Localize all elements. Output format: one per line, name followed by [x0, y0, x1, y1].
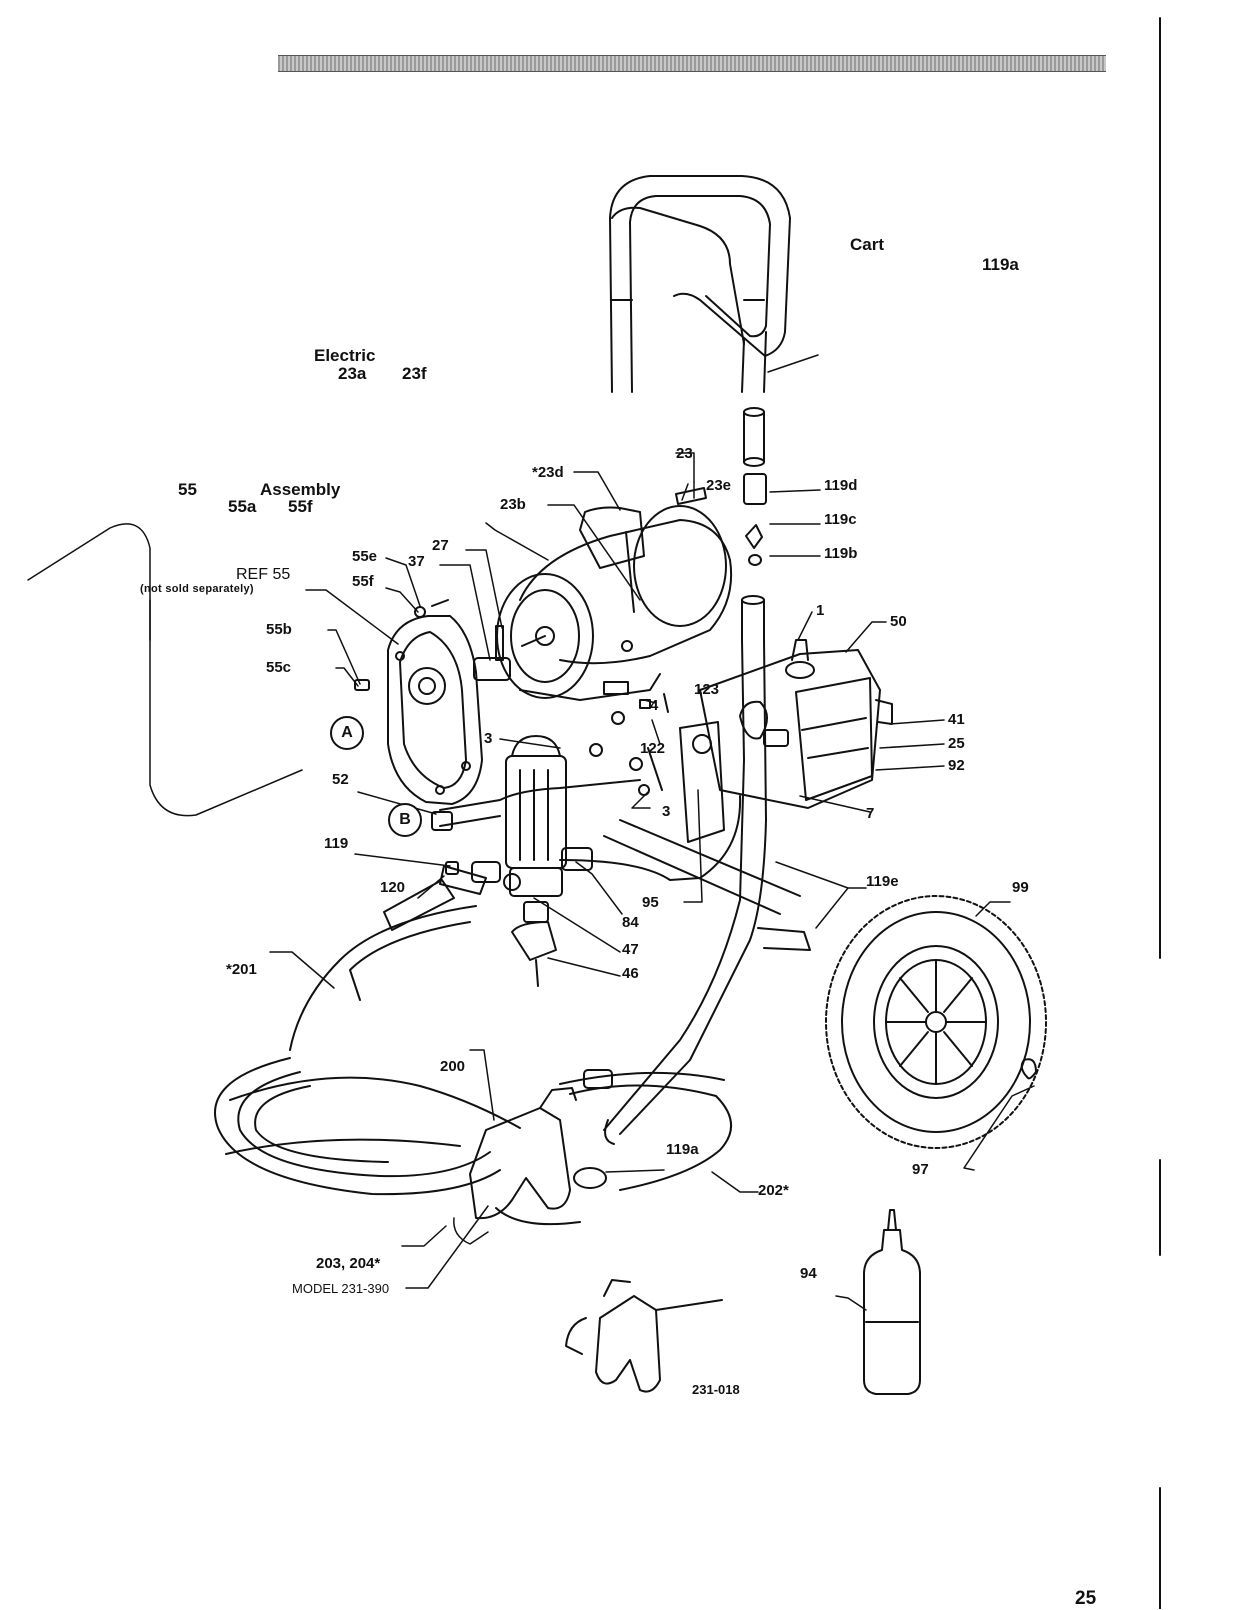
label-23b: 23b: [500, 497, 526, 512]
figure-number: 231-018: [692, 1382, 740, 1397]
suction-hose: [440, 780, 740, 880]
label-200: 200: [440, 1059, 465, 1074]
spray-gun: [470, 1108, 570, 1218]
label-23e: 23e: [706, 478, 731, 493]
motor-leaders: [486, 453, 694, 600]
label-55f: 55f: [352, 574, 374, 589]
gear-leaders: [306, 550, 502, 686]
cart-part-119a: 119a: [982, 256, 1019, 273]
label-119: 119: [324, 836, 348, 851]
assembly-part-55a: 55a: [228, 498, 256, 515]
drain-valve: [512, 902, 556, 986]
cart-frame: [574, 640, 810, 1188]
cart-handle: [610, 176, 790, 392]
label-55e: 55e: [352, 549, 377, 564]
label-119b: 119b: [824, 546, 857, 561]
filter-canister: [504, 736, 566, 896]
label-25: 25: [948, 736, 965, 751]
label-99: 99: [1012, 880, 1029, 895]
cart-post: [742, 408, 766, 640]
spray-gun-model-231-390: [566, 1280, 722, 1392]
label-94: 94: [800, 1266, 817, 1281]
label-47: 47: [622, 942, 639, 957]
pump-body: [700, 640, 892, 808]
label-27: 27: [432, 538, 449, 553]
label-55c: 55c: [266, 660, 291, 675]
label-4: 4: [650, 698, 658, 713]
label-not-sold-separately: (not sold separately): [140, 584, 254, 595]
label-50: 50: [890, 614, 907, 629]
label-3-left: 3: [484, 731, 492, 746]
label-120: 120: [380, 880, 405, 895]
label-95: 95: [642, 895, 659, 910]
label-92: 92: [948, 758, 965, 773]
label-52: 52: [332, 772, 349, 787]
label-119d: 119d: [824, 478, 857, 493]
label-46: 46: [622, 966, 639, 981]
callout-a: A: [330, 716, 364, 750]
hose-leaders: [270, 952, 758, 1288]
leader-handle: [768, 355, 818, 372]
electric-part-23a: 23a: [338, 365, 366, 382]
header-band: [278, 55, 1106, 72]
gear-housing: [388, 616, 482, 804]
cart-heading: Cart: [850, 236, 884, 253]
label-122: 122: [640, 741, 665, 756]
oil-bottle: [864, 1210, 920, 1394]
label-1: 1: [816, 603, 824, 618]
wheel: [826, 896, 1046, 1148]
electric-heading: Electric: [314, 347, 375, 364]
label-41: 41: [948, 712, 965, 727]
pin-119c: [746, 525, 762, 548]
mounting-plate: [590, 694, 724, 842]
page-number: 25: [1075, 1588, 1096, 1610]
label-97: 97: [912, 1162, 929, 1177]
label-119e: 119e: [866, 874, 899, 889]
label-55b: 55b: [266, 622, 292, 637]
assembly-ref-55: 55: [178, 481, 197, 498]
label-203-204: 203, 204*: [316, 1256, 380, 1271]
assembly-part-55f: 55f: [288, 498, 313, 515]
label-3-right: 3: [662, 804, 670, 819]
label-model-231-390: MODEL 231-390: [292, 1282, 389, 1295]
label-37: 37: [408, 554, 425, 569]
label-84: 84: [622, 915, 639, 930]
label-23d: *23d: [532, 465, 564, 480]
label-119a: 119a: [666, 1142, 699, 1157]
electric-motor: [497, 488, 731, 700]
label-119c: 119c: [824, 512, 857, 527]
wheel-leaders: [964, 902, 1034, 1170]
label-201: *201: [226, 962, 257, 977]
label-7: 7: [866, 806, 874, 821]
label-ref-55: REF 55: [236, 567, 290, 583]
callout-b: B: [388, 803, 422, 837]
label-23: 23: [676, 446, 693, 461]
frame-leaders: [606, 790, 866, 1172]
electric-part-23f: 23f: [402, 365, 427, 382]
label-123: 123: [694, 682, 719, 697]
assembly-heading: Assembly: [260, 481, 340, 498]
label-202: 202*: [758, 1183, 789, 1198]
